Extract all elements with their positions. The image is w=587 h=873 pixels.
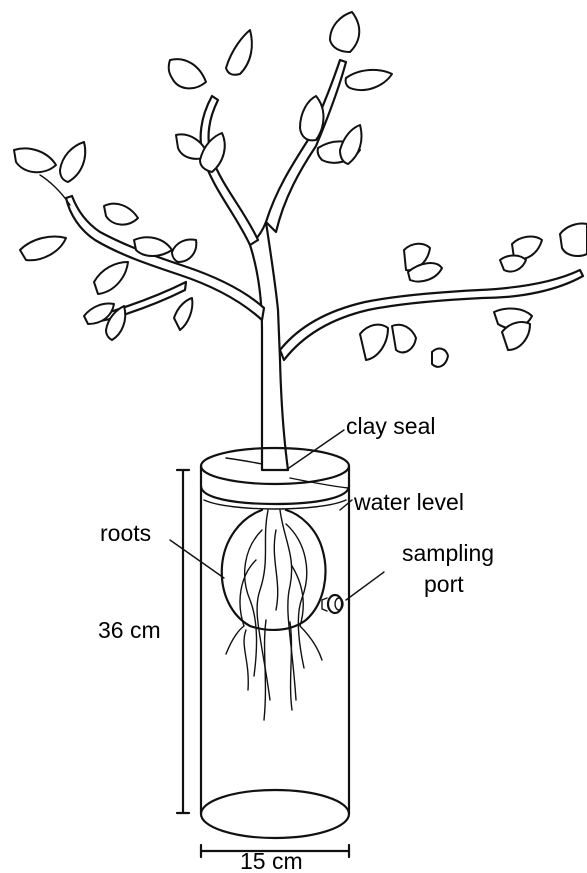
leaf xyxy=(20,237,66,261)
right-branch xyxy=(280,270,583,360)
leaf xyxy=(134,237,172,256)
leaves xyxy=(14,12,587,367)
leaf xyxy=(392,325,416,353)
leaf xyxy=(14,148,56,172)
root xyxy=(244,630,248,690)
cylinder-container xyxy=(201,448,349,838)
leaf xyxy=(94,262,128,294)
sampling-label: sampling xyxy=(402,540,494,566)
leaf xyxy=(104,204,138,225)
root-bulb xyxy=(222,510,326,630)
cylinder-bottom xyxy=(201,790,349,838)
leaf xyxy=(346,70,392,90)
root-system xyxy=(222,510,326,720)
height-label: 36 cm xyxy=(98,617,161,643)
leaf xyxy=(60,142,85,182)
leaf xyxy=(340,125,362,164)
roots-leader xyxy=(170,540,224,578)
leaf xyxy=(172,240,196,263)
port-label: port xyxy=(424,571,464,597)
width-label: 15 cm xyxy=(240,848,303,873)
roots-label: roots xyxy=(100,520,151,546)
leaf xyxy=(360,325,388,360)
leaf xyxy=(300,96,324,140)
height-dimension xyxy=(177,470,189,813)
clay-seal-label: clay seal xyxy=(346,413,435,439)
leaf xyxy=(169,59,206,88)
sampling-port-leader xyxy=(346,572,384,600)
root xyxy=(286,524,307,668)
root xyxy=(274,530,277,610)
leaf xyxy=(560,223,587,256)
leaf xyxy=(500,256,526,272)
leaf xyxy=(174,298,192,330)
water-level-label: water level xyxy=(353,489,464,515)
clay-seal-leader xyxy=(286,430,344,470)
root xyxy=(264,620,266,720)
port-body xyxy=(322,598,327,611)
root xyxy=(280,510,296,700)
sampling-port xyxy=(322,595,343,613)
labels: clay seal water level roots sampling por… xyxy=(98,413,494,873)
root xyxy=(245,530,262,676)
root xyxy=(257,510,270,700)
leaf xyxy=(432,349,448,367)
leaf xyxy=(330,12,359,52)
leaf xyxy=(226,30,252,75)
